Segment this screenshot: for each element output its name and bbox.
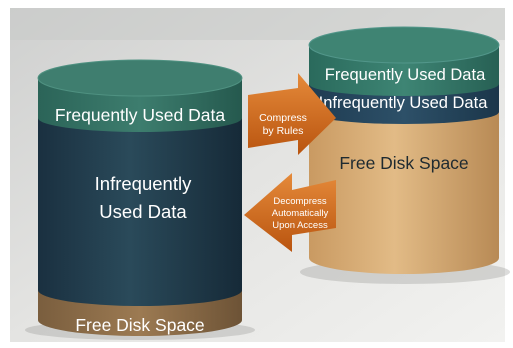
left-infrequent-label-line2: Used Data [99,201,187,222]
left-cylinder: Frequently Used Data Infrequently Used D… [37,59,243,336]
decompress-label-line2: Automatically [272,208,329,219]
decompress-label-line1: Decompress [273,196,327,207]
right-frequent-label: Frequently Used Data [325,66,486,84]
decompress-arrow: Decompress Automatically Upon Access [244,173,336,252]
compress-arrow-shape [248,73,336,155]
left-infrequent-label-line1: Infrequently [95,173,192,194]
right-cylinder: Frequently Used Data Infrequently Used D… [308,26,500,274]
right-infrequent-label: Infrequently Used Data [319,94,489,112]
right-cylinder-rim [308,26,500,64]
right-free-space-label: Free Disk Space [339,153,468,173]
compress-label-line2: by Rules [263,125,304,137]
left-cylinder-top [38,60,242,96]
left-cylinder-rim [37,59,243,97]
decompress-label-line3: Upon Access [272,220,328,231]
decompress-arrow-shape [244,173,336,252]
right-cylinder-top [309,27,499,63]
right-free-space-band [309,105,499,274]
left-frequent-label: Frequently Used Data [55,105,225,125]
left-infrequent-band [38,105,242,306]
compress-arrow: Compress by Rules [248,73,336,155]
left-free-space-label: Free Disk Space [75,315,204,335]
compress-label-line1: Compress [259,112,307,124]
